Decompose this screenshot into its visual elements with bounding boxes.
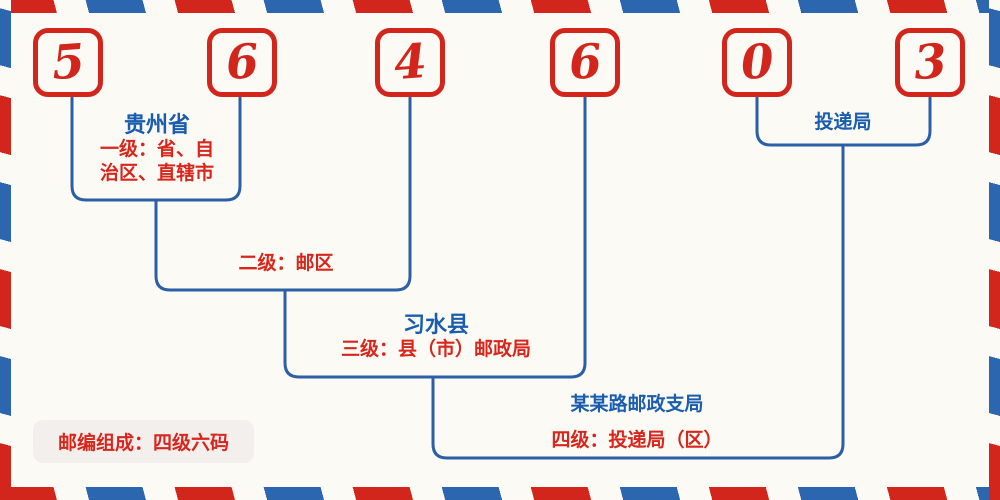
digit-box-5: 0 bbox=[722, 28, 792, 97]
digit-2: 6 bbox=[223, 33, 261, 92]
level1-description-line1: 一级：省、自 bbox=[99, 139, 215, 160]
digit-5: 0 bbox=[738, 33, 776, 92]
bracket-delivery bbox=[755, 95, 932, 147]
level3-label-group: 习水县 三级：县（市）邮政局 bbox=[341, 312, 531, 362]
bracket-level2 bbox=[154, 95, 412, 292]
digit-6: 3 bbox=[911, 33, 949, 92]
level2-description: 二级：邮区 bbox=[238, 253, 334, 274]
delivery-office-label: 投递局 bbox=[814, 110, 871, 136]
airmail-stripe-border-top bbox=[0, 0, 1000, 13]
level4-description: 四级：投递局（区） bbox=[551, 430, 723, 451]
level1-label-group: 贵州省 一级：省、自 治区、直辖市 bbox=[100, 112, 214, 186]
digit-box-2: 6 bbox=[207, 28, 277, 97]
level4-label-group: 某某路邮政支局 四级：投递局（区） bbox=[551, 392, 722, 453]
airmail-stripe-border-bottom bbox=[0, 487, 1000, 500]
bracket-level3 bbox=[283, 95, 587, 379]
level1-place-name: 贵州省 bbox=[123, 112, 191, 137]
digit-4: 6 bbox=[566, 33, 604, 92]
digit-box-3: 4 bbox=[375, 28, 445, 97]
level2-label-group: 二级：邮区 bbox=[238, 252, 333, 276]
postal-code-composition-badge: 邮编组成：四级六码 bbox=[33, 420, 254, 463]
level1-description-line2: 治区、直辖市 bbox=[99, 163, 215, 184]
level4-place-name: 某某路邮政支局 bbox=[570, 394, 704, 415]
level3-place-name: 习水县 bbox=[402, 312, 470, 337]
digit-box-1: 5 bbox=[33, 28, 103, 97]
digit-1: 5 bbox=[49, 33, 87, 92]
bracket-level4 bbox=[431, 143, 845, 460]
badge-text: 邮编组成：四级六码 bbox=[57, 433, 229, 454]
digit-box-4: 6 bbox=[550, 28, 620, 97]
digit-3: 4 bbox=[391, 33, 429, 92]
level3-description: 三级：县（市）邮政局 bbox=[340, 339, 532, 360]
airmail-stripe-border-right bbox=[989, 0, 1000, 500]
digit-box-6: 3 bbox=[895, 28, 965, 97]
delivery-place-name: 投递局 bbox=[814, 112, 872, 133]
airmail-stripe-border-left bbox=[0, 0, 11, 500]
